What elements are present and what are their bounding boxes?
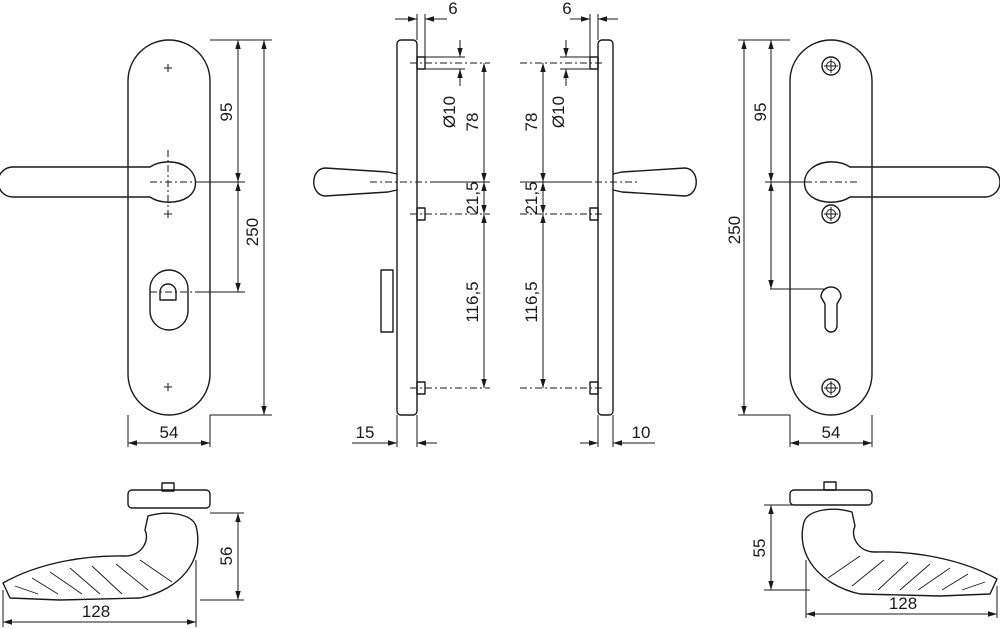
handle-top-view-right: 55 128 — [750, 481, 998, 618]
dim-116-5-left: 116,5 — [463, 281, 482, 322]
keyhole-left — [159, 283, 177, 301]
dim-56: 56 — [217, 547, 236, 566]
dim-6-right: 6 — [562, 0, 571, 18]
dim-128-right: 128 — [889, 594, 917, 613]
dim-250-right: 250 — [725, 216, 744, 244]
dim-21-5-right: 21,5 — [522, 181, 541, 214]
dim-116-5-right: 116,5 — [522, 281, 541, 322]
dim-95-right: 95 — [751, 103, 770, 122]
lever-curve-right — [801, 508, 998, 597]
dim-95-left: 95 — [217, 103, 236, 122]
lever-handle-right — [803, 161, 1000, 203]
screw-mark-top — [164, 64, 172, 72]
screw-mark-bottom — [164, 383, 172, 391]
lever-profile-left — [313, 167, 398, 197]
lever-curve-left — [2, 512, 199, 601]
dim-21-5-left: 21,5 — [463, 181, 482, 214]
lever-handle-left — [0, 161, 197, 203]
keyhole-right — [820, 286, 842, 333]
dim-78-left: 78 — [463, 113, 482, 132]
side-view-right: Ø10 78 21,5 116,5 6 10 — [520, 0, 697, 447]
screw-head-middle — [821, 204, 841, 224]
dim-dia10-right: Ø10 — [549, 96, 568, 128]
latch-profile-left — [380, 269, 394, 333]
dim-54-right: 54 — [822, 423, 841, 442]
dim-55: 55 — [750, 539, 769, 558]
dim-dia10-left: Ø10 — [440, 96, 459, 128]
dim-10: 10 — [632, 423, 651, 442]
keyhole-cover-left — [149, 269, 189, 331]
lever-profile-right — [612, 167, 697, 197]
escutcheon-plate-right — [789, 39, 873, 416]
dim-54-left: 54 — [160, 423, 179, 442]
dim-250-left: 250 — [243, 218, 262, 246]
plate-profile-left — [396, 39, 418, 416]
escutcheon-plate-left — [127, 39, 211, 416]
dim-128-left: 128 — [82, 602, 110, 621]
front-view-right: 250 95 54 — [725, 39, 1000, 447]
handle-top-view-left: 56 128 — [2, 482, 244, 627]
dim-6-left: 6 — [448, 0, 457, 18]
screw-head-top — [821, 56, 841, 76]
plate-profile-right — [597, 39, 614, 416]
dim-15: 15 — [356, 423, 375, 442]
screw-head-bottom — [821, 378, 841, 398]
dim-78-right: 78 — [522, 113, 541, 132]
front-view-left: 95 250 54 — [0, 39, 272, 447]
side-view-left: Ø10 78 21,5 116,5 6 15 — [313, 0, 490, 447]
